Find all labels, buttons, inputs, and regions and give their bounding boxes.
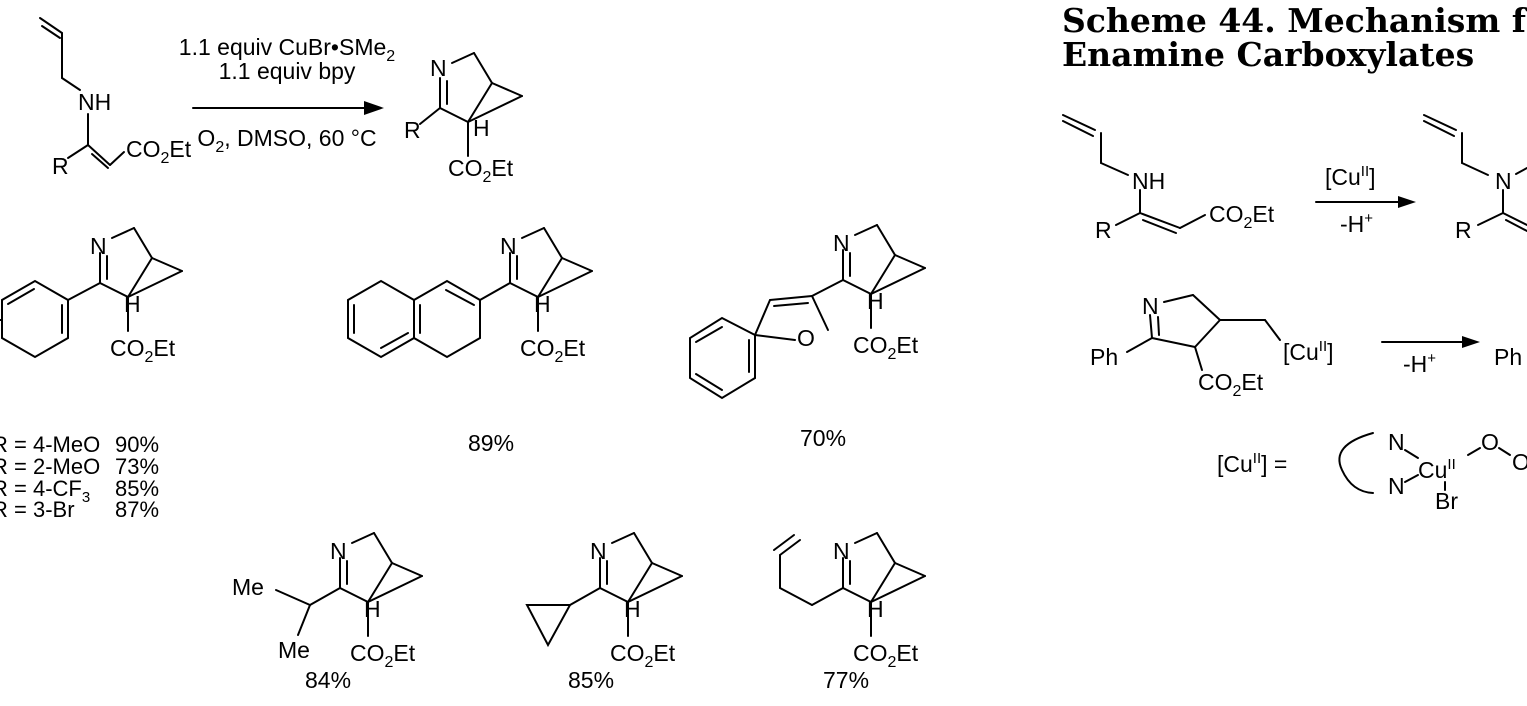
minus-proton: -H+ — [1403, 350, 1436, 377]
product-general: N R H CO2Et — [404, 52, 523, 186]
yield: 77% — [823, 667, 869, 693]
ester-label: CO2Et — [110, 335, 176, 366]
product-cyclopropyl: H CO2Et N 85% — [525, 532, 683, 693]
yield: 89% — [468, 430, 514, 456]
ester-label: CO2Et — [520, 335, 586, 366]
r-label: R — [1095, 217, 1112, 243]
yield: 90% — [115, 432, 159, 457]
reaction-arrow: 1.1 equiv CuBr•SMe2 1.1 equiv bpy O2, DM… — [179, 34, 395, 156]
mechanism-step-1: NH R CO2Et [CuII] -H+ N R — [1062, 114, 1527, 243]
ester-label: CO2Et — [126, 136, 192, 167]
oxygen-label: O — [1512, 449, 1527, 475]
mechanism-step-2: N Ph CO2Et [CuII] -H+ Ph — [1090, 293, 1522, 400]
r-label: R — [52, 153, 69, 179]
substituent: R = 4-MeO — [0, 432, 100, 457]
cu-reagent: [CuII] — [1325, 163, 1376, 190]
r-label: R — [404, 117, 421, 143]
scheme-title-line-1: Scheme 44. Mechanism for — [1062, 1, 1527, 40]
yield: 73% — [115, 454, 159, 479]
r-label: R — [1455, 217, 1472, 243]
ester-label: CO2Et — [853, 332, 919, 363]
scheme-44: Scheme 44. Mechanism for Enamine Carboxy… — [1062, 1, 1527, 514]
ester-label: CO2Et — [853, 640, 919, 671]
yield: 70% — [800, 425, 846, 451]
substituent-table: R = 4-MeO 90% R = 2-MeO 73% R = 4-CF3 85… — [0, 432, 159, 522]
cu-definition-lhs: [CuII] = — [1217, 450, 1287, 477]
n-label: N — [500, 233, 517, 259]
ester-label: CO2Et — [448, 155, 514, 186]
n-label: N — [330, 538, 347, 564]
h-label: H — [534, 291, 551, 317]
ester-label: CO2Et — [1198, 369, 1264, 400]
reagent-line-2: 1.1 equiv bpy — [219, 58, 356, 84]
product-benzofuranyl: O H CO2Et N 70% — [689, 224, 926, 451]
yield: 87% — [115, 497, 159, 522]
yield: 85% — [568, 667, 614, 693]
h-label: H — [473, 115, 490, 141]
ester-label: CO2Et — [610, 640, 676, 671]
ester-label: CO2Et — [350, 640, 416, 671]
bromine-label: Br — [1435, 488, 1458, 514]
product-isopropyl: Me Me H CO2Et N 84% — [232, 532, 423, 693]
n-label: N — [1388, 429, 1405, 455]
substituent: R = 3-Br — [0, 497, 75, 522]
substituent: R = 2-MeO — [0, 454, 100, 479]
methyl-label: Me — [232, 574, 264, 600]
h-label: H — [124, 291, 141, 317]
n-label: N — [590, 538, 607, 564]
product-aryl: H CO2Et N R = 4-MeO 90% R = 2-MeO 73% R … — [0, 227, 183, 522]
h-label: H — [364, 596, 381, 622]
methyl-label: Me — [278, 637, 310, 663]
nh-label: NH — [1132, 168, 1165, 194]
phenyl-label: Ph — [1090, 344, 1118, 370]
n-label: N — [833, 230, 850, 256]
h-label: H — [624, 596, 641, 622]
n-label: N — [1142, 293, 1159, 319]
copper-label: CuII — [1418, 456, 1456, 483]
h-label: H — [867, 288, 884, 314]
cu-label: [CuII] — [1283, 338, 1334, 365]
nh-label: NH — [78, 89, 111, 115]
n-label: N — [430, 55, 447, 81]
minus-proton: -H+ — [1340, 210, 1373, 237]
yield: 84% — [305, 667, 351, 693]
scheme-title-line-2: Enamine Carboxylates — [1062, 35, 1474, 74]
cu-catalyst-definition: [CuII] = N N CuII Br O O — [1217, 429, 1527, 514]
oxygen-label: O — [797, 325, 815, 351]
product-butenyl: H CO2Et N 77% — [773, 532, 926, 693]
substituent: R = 4-CF3 — [0, 476, 90, 506]
conditions: O2, DMSO, 60 °C — [197, 125, 376, 156]
ester-label: CO2Et — [1209, 201, 1275, 232]
h-label: H — [867, 596, 884, 622]
oxygen-label: O — [1481, 429, 1499, 455]
phenyl-label: Ph — [1494, 344, 1522, 370]
reagent-line-1: 1.1 equiv CuBr•SMe2 — [179, 34, 395, 65]
reactant-enamine: NH R CO2Et — [39, 17, 192, 179]
product-naphthyl: H CO2Et N 89% — [347, 227, 593, 456]
n-label: N — [833, 538, 850, 564]
n-label: N — [90, 233, 107, 259]
n-label: N — [1495, 168, 1512, 194]
n-label: N — [1388, 473, 1405, 499]
yield: 85% — [115, 476, 159, 501]
